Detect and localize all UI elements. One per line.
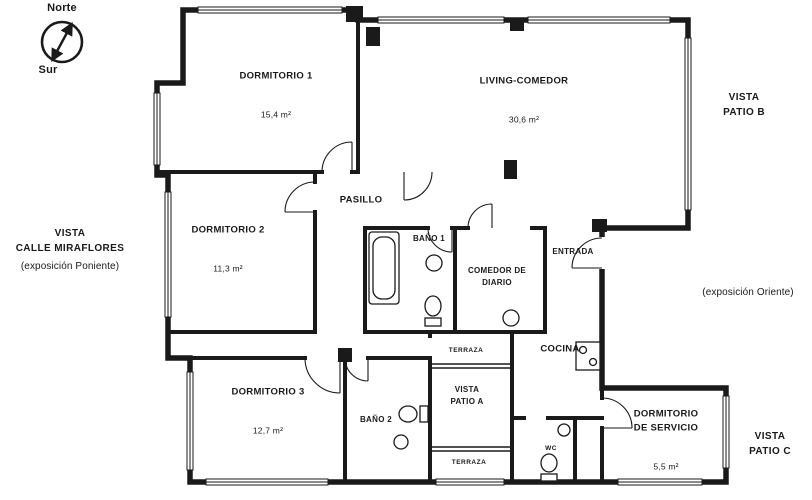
room-name: WC [545, 445, 557, 453]
kitchen-sink-icon [502, 309, 520, 327]
west-exposure-label: (exposición Poniente) [20, 260, 120, 272]
room-label-comedor-de-diario: COMEDOR DE DIARIO [468, 242, 526, 312]
room-label-vista-patio-a: VISTA PATIO A [450, 361, 483, 431]
stove-icon [575, 341, 601, 371]
compass-south-label: Sur [38, 64, 58, 77]
room-label-living-comedor: LIVING-COMEDOR 30,6 m² [480, 51, 569, 148]
sink-icon [393, 434, 409, 450]
windows [153, 6, 730, 486]
room-area: 15,4 m² [260, 109, 292, 120]
room-label-wc: WC [545, 421, 557, 477]
patio-c-label: VISTA PATIO C [749, 431, 791, 457]
room-name: TERRAZA [448, 347, 484, 355]
room-area: 12,7 m² [252, 425, 284, 436]
room-name: TERRAZA [451, 459, 487, 467]
room-name: BAÑO 2 [359, 415, 393, 425]
room-label-pasillo: PASILLO [340, 171, 383, 232]
interior-walls [155, 18, 604, 484]
room-name: COCINA [540, 343, 580, 355]
room-name: LIVING-COMEDOR [479, 75, 569, 87]
sink-icon [425, 254, 443, 272]
north-south-arrow-icon [51, 22, 73, 62]
room-label-dormitorio-3: DORMITORIO 3 12,7 m² [231, 362, 304, 459]
compass-circle [40, 20, 84, 64]
room-area: 30,6 m² [508, 114, 540, 125]
fixtures [368, 231, 601, 482]
room-name: DORMITORIO 1 [239, 70, 313, 82]
room-name: ENTRADA [552, 247, 594, 257]
compass-icon [40, 20, 84, 64]
compass-north-label: Norte [47, 2, 77, 15]
terrace-dividers [432, 363, 510, 452]
room-name: BAÑO 1 [412, 234, 446, 244]
east-exposure-label: (exposición Oriente) [702, 286, 794, 298]
room-name: PASILLO [339, 194, 383, 206]
room-label-bano-2: BAÑO 2 [360, 391, 392, 449]
toilet-icon [540, 453, 558, 473]
entrance-door-gap [598, 237, 606, 269]
room-label-dormitorio-2: DORMITORIO 2 11,3 m² [191, 200, 264, 297]
room-name: VISTA PATIO A [450, 385, 484, 406]
sink-icon [557, 423, 571, 437]
toilet-icon [398, 405, 418, 423]
room-label-terraza-norte: TERRAZA [449, 323, 484, 379]
room-area: 11,3 m² [213, 263, 243, 274]
room-name: DORMITORIO DE SERVICIO [633, 408, 699, 434]
room-label-dormitorio-servicio: DORMITORIO DE SERVICIO 5,5 m² [634, 384, 699, 495]
structural-columns [338, 6, 607, 362]
toilet-icon [424, 295, 442, 317]
room-name: DORMITORIO 2 [191, 224, 265, 236]
door-swings [284, 141, 633, 429]
room-area: 5,5 m² [653, 461, 679, 472]
room-label-cocina: COCINA [540, 320, 579, 381]
room-name: DORMITORIO 3 [231, 386, 305, 398]
west-view-label: VISTA CALLE MIRAFLORES [15, 228, 125, 254]
patio-b-label: VISTA PATIO B [723, 92, 765, 118]
room-label-entrada: ENTRADA [552, 223, 593, 281]
room-label-dormitorio-1: DORMITORIO 1 15,4 m² [239, 46, 312, 143]
room-name: COMEDOR DE DIARIO [467, 266, 527, 287]
room-label-terraza-sur: TERRAZA [452, 435, 487, 491]
room-label-bano-1: BAÑO 1 [413, 210, 445, 268]
